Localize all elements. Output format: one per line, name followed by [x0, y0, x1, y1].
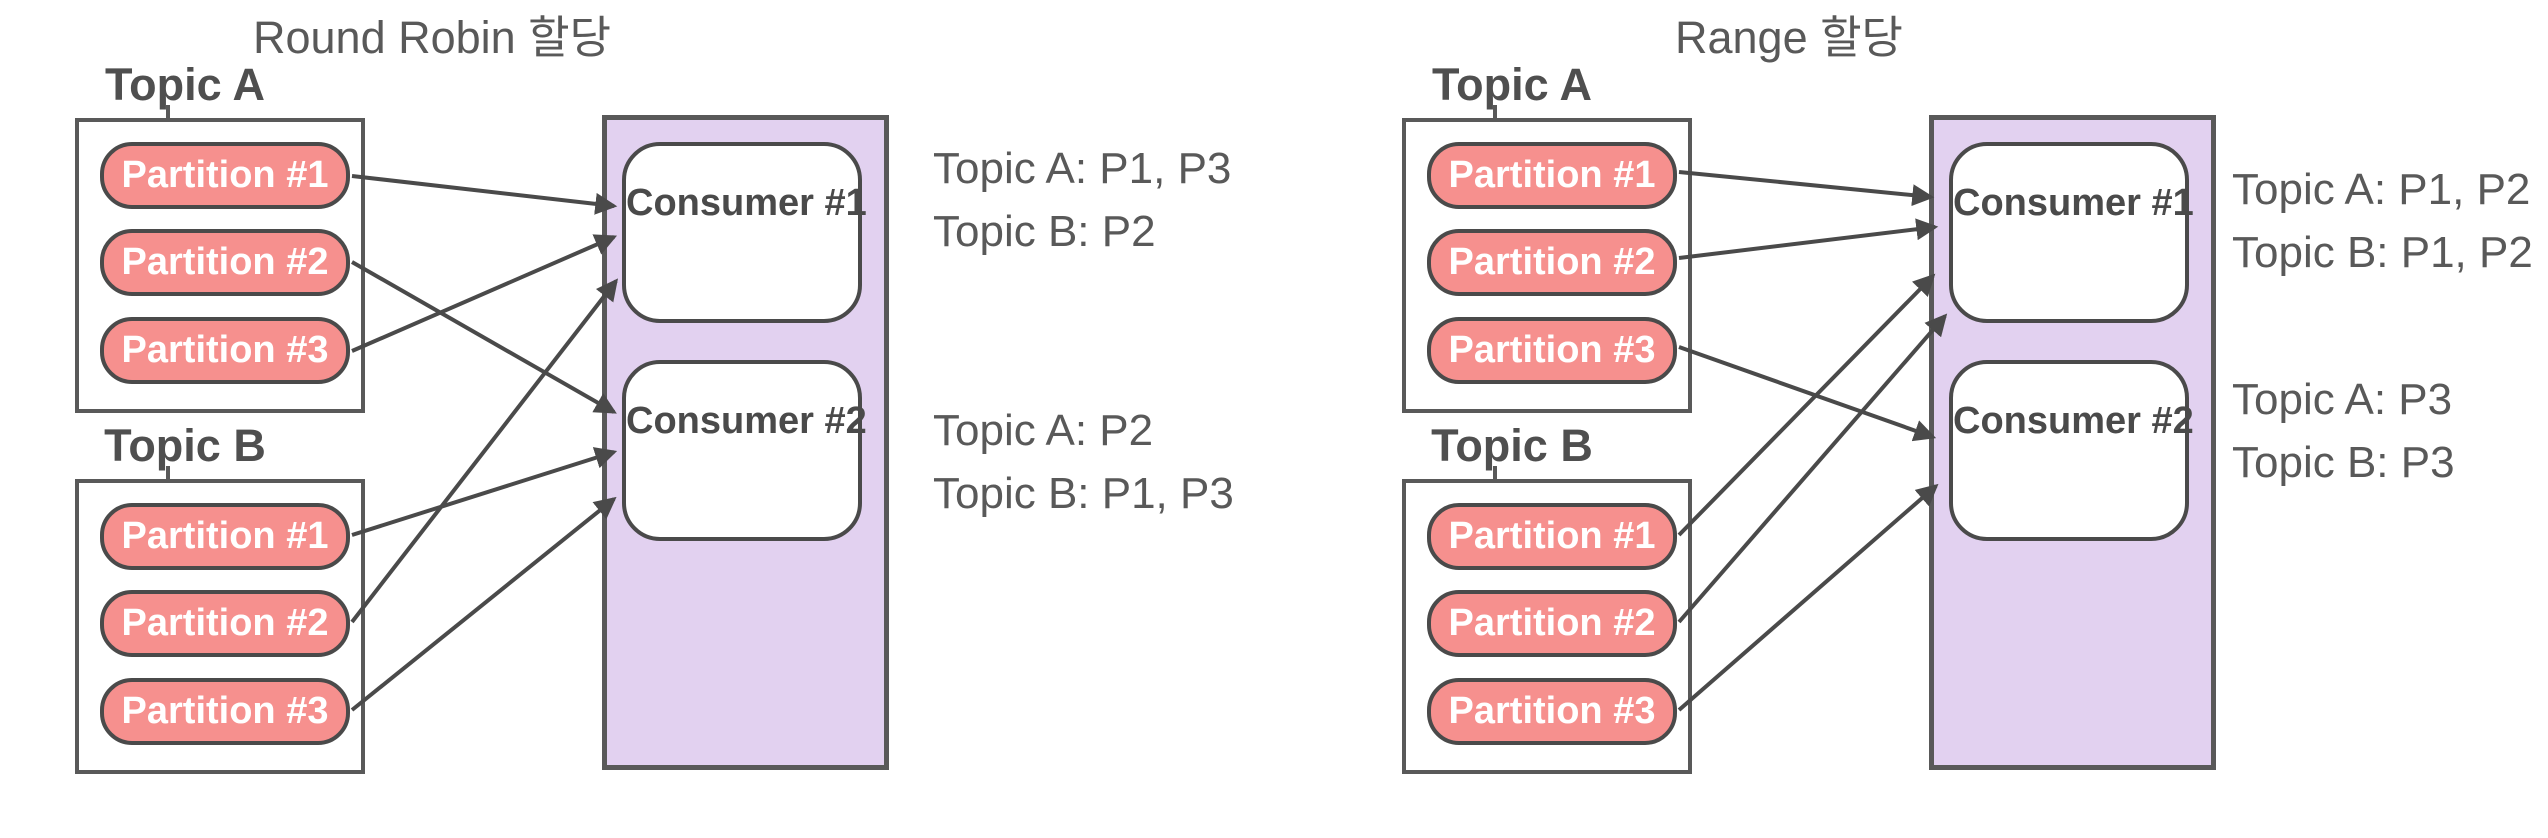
- arrow-range-topic-a-partition-1-to-consumer-1: [1678, 170, 1935, 207]
- rr-consumer-1-assignment-line-1: Topic A: P1, P3: [933, 144, 1232, 193]
- arrow-rr-topic-b-partition-2-to-consumer-1: [350, 278, 619, 624]
- range-consumer-2-box: Consumer #2: [1949, 360, 2194, 541]
- rr-topic-b-label: Topic B: [104, 420, 266, 471]
- range-topic-b-partition-2: Partition #2: [1427, 590, 1677, 657]
- arrow-range-topic-a-partition-3-to-consumer-2: [1678, 345, 1937, 442]
- arrow-rr-topic-a-partition-3-to-consumer-1: [351, 234, 618, 353]
- rr-consumer-2-assignment: Topic A: P2 Topic B: P1, P3: [933, 399, 1234, 525]
- range-topic-b-box: Partition #1 Partition #2 Partition #3: [1402, 479, 1692, 774]
- arrow-rr-topic-b-partition-1-to-consumer-2: [351, 447, 618, 537]
- rr-consumer-2-assignment-line-1: Topic A: P2: [933, 406, 1154, 455]
- range-topic-a-partition-1: Partition #1: [1427, 142, 1677, 209]
- arrow-rr-topic-a-partition-1-to-consumer-1: [351, 174, 618, 215]
- range-topic-a-partition-2: Partition #2: [1427, 229, 1677, 296]
- range-topic-b-label: Topic B: [1431, 420, 1593, 471]
- range-consumer-1-assignment-line-2: Topic B: P1, P2: [2232, 228, 2533, 277]
- rr-topic-b-partition-2: Partition #2: [100, 590, 350, 657]
- arrow-range-topic-a-partition-2-to-consumer-1: [1678, 218, 1939, 260]
- rr-consumer-1-assignment: Topic A: P1, P3 Topic B: P2: [933, 137, 1231, 263]
- range-consumer-2-assignment: Topic A: P3 Topic B: P3: [2232, 368, 2455, 494]
- rr-topic-a-connector: [166, 105, 170, 118]
- arrow-range-topic-b-partition-3-to-consumer-2: [1677, 483, 1939, 712]
- range-consumer-2-assignment-line-1: Topic A: P3: [2232, 375, 2453, 424]
- range-topic-a-label: Topic A: [1432, 59, 1592, 110]
- range-consumer-1-label: Consumer #1: [1953, 182, 2194, 224]
- arrow-rr-topic-a-partition-2-to-consumer-2: [351, 260, 617, 414]
- rr-consumer-1-label: Consumer #1: [626, 182, 867, 224]
- rr-topic-b-partition-3: Partition #3: [100, 678, 350, 745]
- range-consumer-2-label: Consumer #2: [1953, 400, 2194, 442]
- arrow-range-topic-b-partition-2-to-consumer-1: [1677, 313, 1948, 624]
- range-consumer-1-box: Consumer #1: [1949, 142, 2194, 323]
- rr-consumer-1-box: Consumer #1: [622, 142, 867, 323]
- rr-topic-a-partition-1: Partition #1: [100, 142, 350, 209]
- rr-topic-b-connector: [166, 466, 170, 479]
- rr-consumer-2-assignment-line-2: Topic B: P1, P3: [933, 469, 1234, 518]
- range-topic-a-connector: [1493, 105, 1497, 118]
- range-title: Range 할당: [1675, 12, 1903, 63]
- rr-topic-a-partition-2: Partition #2: [100, 229, 350, 296]
- range-topic-a-box: Partition #1 Partition #2 Partition #3: [1402, 118, 1692, 413]
- range-consumer-2-assignment-line-2: Topic B: P3: [2232, 438, 2455, 487]
- rr-topic-a-label: Topic A: [105, 59, 265, 110]
- rr-topic-b-box: Partition #1 Partition #2 Partition #3: [75, 479, 365, 774]
- rr-consumer-2-label: Consumer #2: [626, 400, 867, 442]
- rr-topic-a-partition-3: Partition #3: [100, 317, 350, 384]
- range-consumer-1-assignment: Topic A: P1, P2 Topic B: P1, P2: [2232, 158, 2533, 284]
- range-topic-a-partition-3: Partition #3: [1427, 317, 1677, 384]
- round-robin-title: Round Robin 할당: [253, 12, 611, 63]
- range-topic-b-partition-1: Partition #1: [1427, 503, 1677, 570]
- range-topic-b-connector: [1493, 466, 1497, 479]
- rr-consumer-1-assignment-line-2: Topic B: P2: [933, 207, 1156, 256]
- rr-topic-b-partition-1: Partition #1: [100, 503, 350, 570]
- arrow-range-topic-b-partition-1-to-consumer-1: [1677, 273, 1936, 537]
- rr-consumer-2-box: Consumer #2: [622, 360, 867, 541]
- range-consumer-1-assignment-line-1: Topic A: P1, P2: [2232, 165, 2531, 214]
- arrow-rr-topic-b-partition-3-to-consumer-2: [350, 496, 617, 712]
- range-topic-b-partition-3: Partition #3: [1427, 678, 1677, 745]
- rr-topic-a-box: Partition #1 Partition #2 Partition #3: [75, 118, 365, 413]
